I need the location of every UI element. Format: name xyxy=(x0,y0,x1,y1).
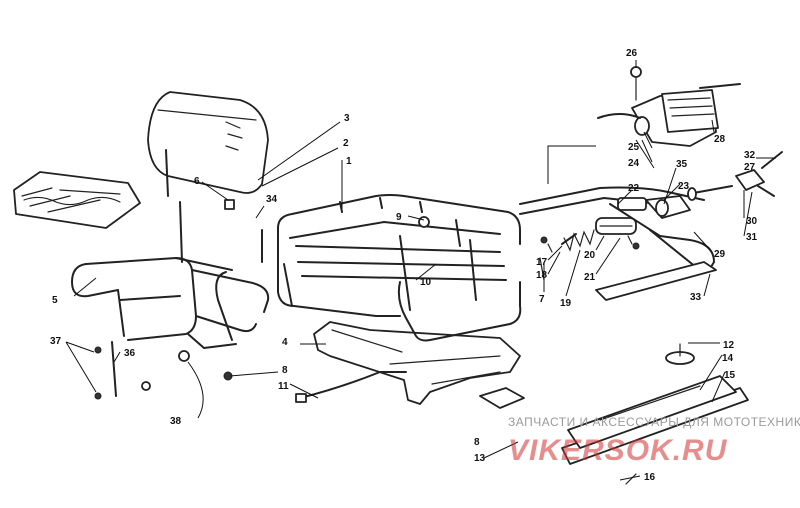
callout: 37 xyxy=(50,336,62,347)
callout: 21 xyxy=(584,272,596,283)
callout: 30 xyxy=(746,216,758,227)
callout: 8 xyxy=(474,437,480,448)
harness xyxy=(295,371,407,403)
callout: 3 xyxy=(344,113,350,124)
cargo-rack xyxy=(277,194,522,342)
spring-assembly xyxy=(539,185,733,281)
backrest-posts xyxy=(165,149,263,263)
callout: 24 xyxy=(628,158,640,169)
callout-labels: 1 2 3 4 5 6 7 8 8 9 10 11 12 13 14 15 16… xyxy=(50,48,758,483)
seat-pad xyxy=(13,171,141,229)
callout: 28 xyxy=(714,134,726,145)
callout: 4 xyxy=(282,337,288,348)
callout: 16 xyxy=(644,472,656,483)
callout: 32 xyxy=(744,150,756,161)
callout: 2 xyxy=(343,138,349,149)
callout: 12 xyxy=(723,340,735,351)
callout: 14 xyxy=(722,353,734,364)
mount-bracket xyxy=(313,321,525,409)
callout: 19 xyxy=(560,298,572,309)
callout: 31 xyxy=(746,232,758,243)
callout: 22 xyxy=(628,183,640,194)
callout: 38 xyxy=(170,416,182,427)
callout: 29 xyxy=(714,249,726,260)
callout: 13 xyxy=(474,453,486,464)
callout: 10 xyxy=(420,277,432,288)
callout: 25 xyxy=(628,142,640,153)
callout: 11 xyxy=(278,381,289,392)
backrest xyxy=(147,91,269,194)
callout: 7 xyxy=(539,294,545,305)
callout: 17 xyxy=(536,257,548,268)
callout: 1 xyxy=(346,156,352,167)
callout: 5 xyxy=(52,295,58,306)
tail-light xyxy=(597,66,741,147)
callout: 9 xyxy=(396,212,402,223)
callout: 18 xyxy=(536,270,548,281)
watermark-brand: VIKERSOK.RU xyxy=(508,434,728,467)
callout: 20 xyxy=(584,250,596,261)
seat-frame xyxy=(71,257,270,349)
hardware-36-38 xyxy=(94,216,430,400)
skid-plates xyxy=(561,343,749,485)
leader-lines xyxy=(65,60,776,481)
callout: 33 xyxy=(690,292,702,303)
callout: 23 xyxy=(678,181,690,192)
watermark: ЗАПЧАСТИ И АКСЕССУАРЫ ДЛЯ МОТОТЕХНИКИ VI… xyxy=(508,415,800,467)
callout: 36 xyxy=(124,348,136,359)
watermark-caption: ЗАПЧАСТИ И АКСЕССУАРЫ ДЛЯ МОТОТЕХНИКИ xyxy=(508,415,800,429)
callout: 27 xyxy=(744,162,756,173)
callout: 35 xyxy=(676,159,688,170)
callout: 15 xyxy=(724,370,736,381)
callout: 34 xyxy=(266,194,278,205)
callout: 8 xyxy=(282,365,288,376)
callout: 6 xyxy=(194,176,200,187)
nut-6 xyxy=(224,199,235,210)
bracket-30-31 xyxy=(735,151,783,197)
callout: 26 xyxy=(626,48,638,59)
